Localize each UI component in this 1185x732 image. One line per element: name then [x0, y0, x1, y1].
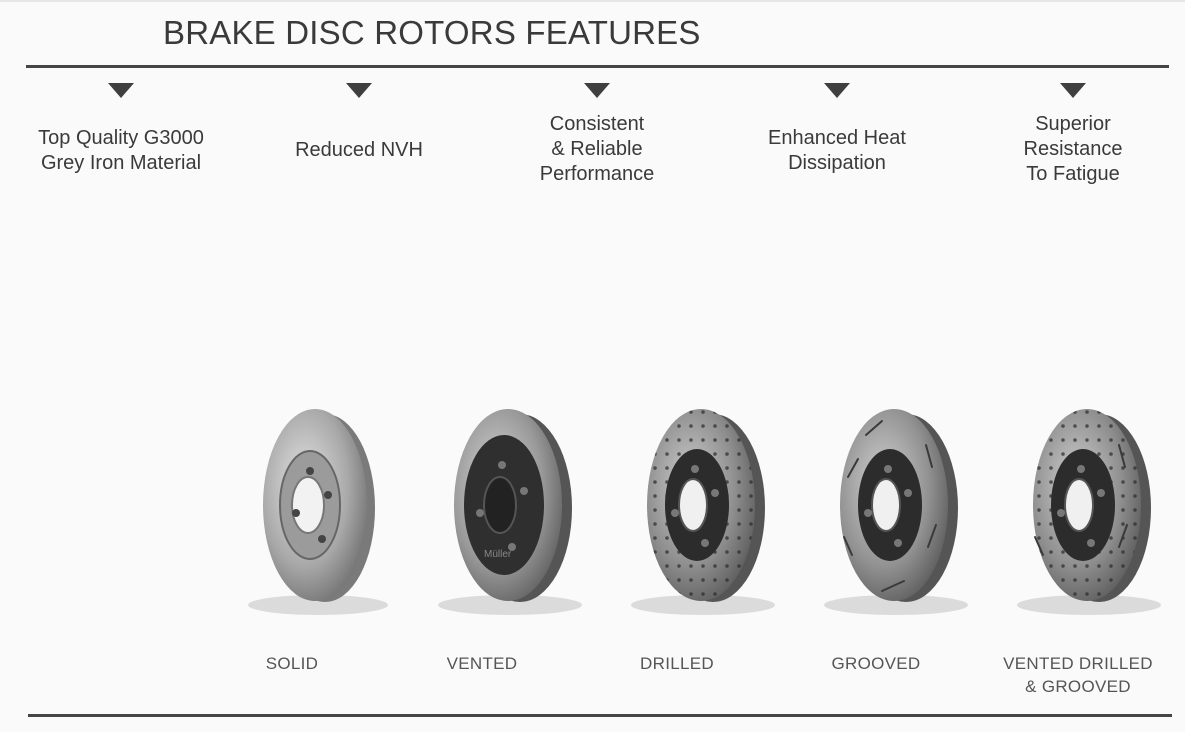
drilled-rotor-image: [613, 405, 783, 625]
feature-label-line: Top Quality G3000: [38, 127, 204, 149]
rotor-label-vented-drilled-grooved: VENTED DRILLED & GROOVED: [978, 652, 1178, 698]
feature-label-line: To Fatigue: [1026, 163, 1120, 185]
feature-label: Enhanced Heat Dissipation: [727, 126, 947, 176]
vented-rotor-image: Müller: [420, 405, 590, 625]
brand-mark: Müller: [484, 549, 512, 560]
feature-label-line: & Reliable: [551, 138, 643, 160]
feature-label-line: Performance: [539, 163, 655, 185]
feature-label-line: Superior: [1035, 113, 1111, 135]
feature-label-line: Reduced NVH: [295, 139, 423, 161]
page-title: BRAKE DISC ROTORS FEATURES: [163, 14, 701, 51]
rotor-label-line: VENTED: [446, 654, 518, 673]
top-edge: [0, 0, 1185, 2]
down-arrow-icon: [108, 83, 134, 98]
rotor-label-line: DRILLED: [640, 654, 714, 673]
rotor-label-vented: VENTED: [382, 652, 582, 675]
feature-label: Superior Resistance To Fatigue: [963, 112, 1183, 187]
down-arrow-icon: [1060, 83, 1086, 98]
solid-rotor-image: [230, 405, 400, 625]
feature-label-line: Resistance: [1023, 138, 1123, 160]
feature-nvh: Reduced NVH: [249, 83, 469, 161]
feature-label: Top Quality G3000 Grey Iron Material: [11, 126, 231, 176]
feature-label-line: Grey Iron Material: [40, 152, 202, 174]
down-arrow-icon: [346, 83, 372, 98]
rotor-label-grooved: GROOVED: [776, 652, 976, 675]
feature-fatigue: Superior Resistance To Fatigue: [963, 83, 1183, 185]
rotor-label-line: SOLID: [265, 654, 319, 673]
feature-heat: Enhanced Heat Dissipation: [727, 83, 947, 174]
title-underline: [26, 65, 1169, 68]
feature-label-line: Enhanced Heat: [768, 127, 906, 149]
feature-quality: Top Quality G3000 Grey Iron Material: [11, 83, 231, 174]
vented-drilled-grooved-rotor-image: [997, 405, 1167, 625]
down-arrow-icon: [824, 83, 850, 98]
feature-label-line: Consistent: [549, 113, 645, 135]
rotor-label-solid: SOLID: [192, 652, 392, 675]
feature-label-line: Dissipation: [788, 152, 886, 174]
feature-label: Reduced NVH: [249, 138, 469, 163]
feature-performance: Consistent & Reliable Performance: [487, 83, 707, 185]
grooved-rotor-image: [806, 405, 976, 625]
rotor-label-line: VENTED DRILLED: [1003, 654, 1153, 673]
bottom-rule: [28, 714, 1172, 717]
feature-label: Consistent & Reliable Performance: [487, 112, 707, 187]
rotor-label-line: GROOVED: [831, 654, 921, 673]
rotor-label-drilled: DRILLED: [577, 652, 777, 675]
down-arrow-icon: [584, 83, 610, 98]
rotor-label-line: & GROOVED: [1025, 677, 1131, 696]
